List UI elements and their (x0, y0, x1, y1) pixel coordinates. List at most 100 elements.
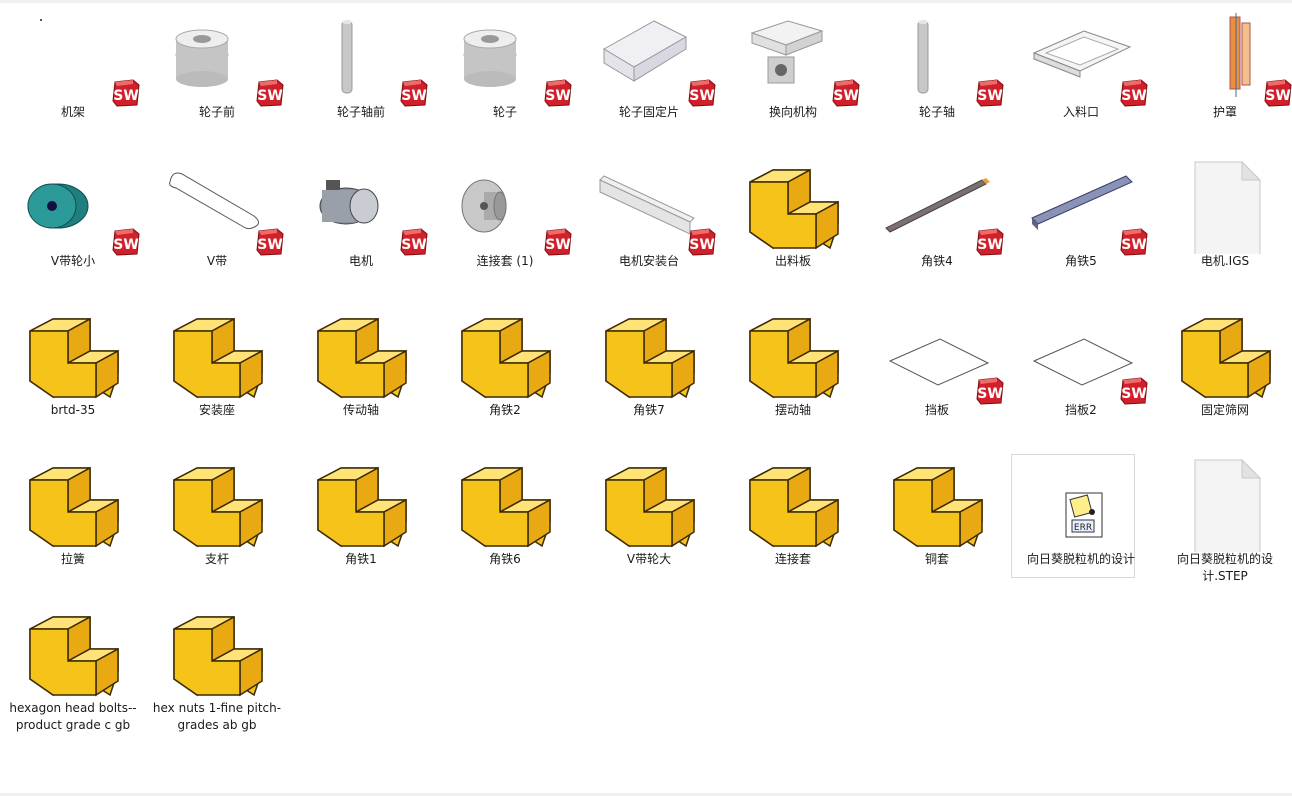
file-item[interactable]: 固定筛网 (1153, 305, 1292, 454)
file-label: hexagon head bolts--product grade c gb (9, 701, 137, 732)
file-label: 轮子轴 (918, 105, 955, 119)
file-item[interactable]: SW 轮子轴前 (289, 7, 433, 156)
sw-part-ring-icon: SW (162, 11, 284, 107)
svg-text:SW: SW (1121, 88, 1147, 104)
file-label: 角铁1 (345, 552, 377, 566)
file-item[interactable]: SW 角铁4 (865, 156, 1009, 305)
file-item[interactable]: 传动轴 (289, 305, 433, 454)
file-label: V带轮大 (626, 552, 672, 566)
step-file-icon (162, 458, 272, 552)
sw-part-wedge-icon: SW (594, 11, 716, 107)
file-label: 轮子前 (198, 105, 235, 119)
file-item[interactable]: hexagon head bolts--product grade c gb (1, 603, 145, 752)
sw-part-motor-icon: SW (306, 160, 428, 256)
sw-part-belt-icon: SW (162, 160, 284, 256)
file-item[interactable]: SW 角铁5 (1009, 156, 1153, 305)
step-file-icon (738, 309, 848, 403)
file-item[interactable]: SW 电机安装台 (577, 156, 721, 305)
file-item[interactable]: 连接套 (721, 454, 865, 603)
sw-part-hopper-icon: SW (1026, 11, 1148, 107)
blank-file-icon (1170, 160, 1280, 273)
file-item[interactable]: 拉簧 (1, 454, 145, 603)
sw-part-sheet-icon: SW (1026, 309, 1148, 405)
step-file-icon (162, 309, 272, 403)
file-item[interactable]: SW 换向机构 (721, 7, 865, 156)
file-item[interactable]: 角铁1 (289, 454, 433, 603)
file-label: 换向机构 (768, 105, 817, 119)
sw-part-rod-icon: SW (306, 11, 428, 107)
step-file-icon (1170, 309, 1280, 403)
svg-text:SW: SW (1121, 386, 1147, 402)
top-divider (0, 0, 1292, 3)
svg-text:SW: SW (1265, 88, 1291, 104)
file-label: 电机.IGS (1200, 254, 1250, 268)
file-item[interactable]: 角铁7 (577, 305, 721, 454)
sw-part-pulley-icon: SW (18, 160, 140, 256)
file-item[interactable]: SW 轮子轴 (865, 7, 1009, 156)
blank-file-icon (1170, 458, 1280, 571)
file-item[interactable]: SW V带 (145, 156, 289, 305)
file-item[interactable]: 角铁6 (433, 454, 577, 603)
file-item[interactable]: 支杆 (145, 454, 289, 603)
file-item[interactable]: 出料板 (721, 156, 865, 305)
file-label: 角铁7 (633, 403, 665, 417)
sw-part-angle-icon: SW (882, 160, 1004, 256)
file-item[interactable]: 铜套 (865, 454, 1009, 603)
file-label: 电机安装台 (618, 254, 679, 268)
step-file-icon (18, 458, 128, 552)
file-label: 入料口 (1062, 105, 1099, 119)
file-item[interactable]: V带轮大 (577, 454, 721, 603)
file-label: 角铁6 (489, 552, 521, 566)
file-item[interactable]: SW 电机 (289, 156, 433, 305)
file-label: 电机 (348, 254, 373, 268)
file-item[interactable]: 角铁2 (433, 305, 577, 454)
file-item[interactable]: SW 入料口 (1009, 7, 1153, 156)
svg-text:SW: SW (545, 237, 571, 253)
file-label: 护罩 (1212, 105, 1237, 119)
file-item[interactable]: 向日葵脱粒机的设计.STEP (1153, 454, 1292, 603)
file-item[interactable]: SW V带轮小 (1, 156, 145, 305)
file-label: 铜套 (924, 552, 949, 566)
file-label: V带轮小 (50, 254, 96, 268)
file-item[interactable]: SW 轮子固定片 (577, 7, 721, 156)
svg-text:SW: SW (545, 88, 571, 104)
file-item[interactable]: SW 机架 (1, 7, 145, 156)
file-item[interactable]: brtd-35 (1, 305, 145, 454)
svg-text:SW: SW (401, 237, 427, 253)
file-item[interactable]: ERR 向日葵脱粒机的设计 (1009, 454, 1153, 603)
step-file-icon (450, 458, 560, 552)
file-item[interactable]: SW 挡板2 (1009, 305, 1153, 454)
file-label: 机架 (60, 105, 85, 119)
file-item[interactable]: 安装座 (145, 305, 289, 454)
file-item[interactable]: hex nuts 1-fine pitch-grades ab gb (145, 603, 289, 752)
sw-part-rod-icon: SW (882, 11, 1004, 107)
file-label: 连接套 (774, 552, 811, 566)
file-item[interactable]: SW 挡板 (865, 305, 1009, 454)
sw-part-block-icon: SW (738, 11, 860, 107)
file-item[interactable]: 摆动轴 (721, 305, 865, 454)
svg-text:SW: SW (113, 237, 139, 253)
file-item[interactable]: 电机.IGS (1153, 156, 1292, 305)
file-label: 向日葵脱粒机的设计 (1026, 552, 1135, 566)
bottom-divider (0, 793, 1292, 796)
file-label: 连接套 (1) (476, 254, 534, 268)
file-label: 固定筛网 (1200, 403, 1249, 417)
file-label: 挡板 (924, 403, 949, 417)
svg-text:SW: SW (401, 88, 427, 104)
file-label: 角铁4 (921, 254, 953, 268)
file-item[interactable]: SW 连接套 (1) (433, 156, 577, 305)
svg-text:SW: SW (113, 88, 139, 104)
step-file-icon (306, 458, 416, 552)
sw-part-plate-icon: SW (594, 160, 716, 256)
file-item[interactable]: SW 护罩 (1153, 7, 1292, 156)
file-item[interactable]: SW 轮子 (433, 7, 577, 156)
file-item[interactable]: SW 轮子前 (145, 7, 289, 156)
file-label: 传动轴 (342, 403, 379, 417)
svg-text:SW: SW (689, 88, 715, 104)
svg-text:SW: SW (1121, 237, 1147, 253)
step-file-icon (594, 309, 704, 403)
file-label: 挡板2 (1065, 403, 1097, 417)
file-label: 拉簧 (60, 552, 85, 566)
file-label: brtd-35 (50, 403, 96, 417)
file-label: 向日葵脱粒机的设计.STEP (1176, 552, 1273, 583)
